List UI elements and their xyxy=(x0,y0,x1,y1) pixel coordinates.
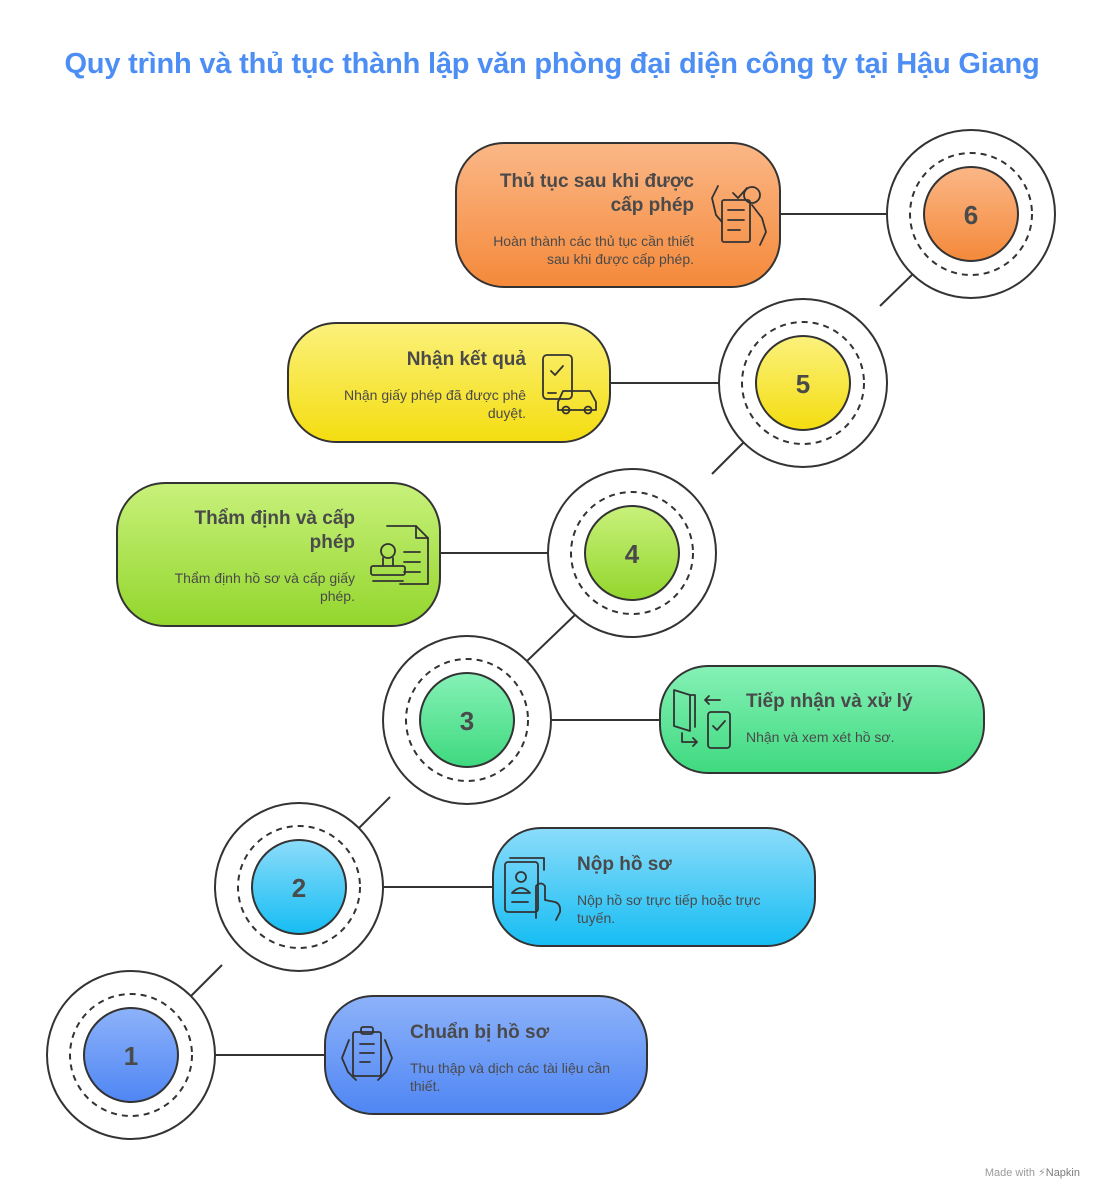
step-2-description: Nộp hồ sơ trực tiếp hoặc trực tuyến. xyxy=(577,892,761,926)
step-5-text: Nhận kết quả Nhận giấy phép đã được phê … xyxy=(316,348,526,422)
door-phone-exchange-icon xyxy=(673,689,731,749)
step-3-text: Tiếp nhận và xử lý Nhận và xem xét hồ sơ… xyxy=(746,690,966,746)
step-6-description: Hoàn thành các thủ tục cần thiết sau khi… xyxy=(493,233,694,267)
phone-car-icon xyxy=(542,354,597,415)
step-4-number: 4 xyxy=(625,539,640,569)
step-2-number: 2 xyxy=(292,873,306,903)
step-5-description: Nhận giấy phép đã được phê duyệt. xyxy=(343,387,526,421)
step-2-heading: Nộp hồ sơ xyxy=(577,854,672,875)
step-6-number: 6 xyxy=(964,200,978,230)
step-1-heading: Chuẩn bị hồ sơ xyxy=(410,1022,550,1043)
step-1-description: Thu thập và dịch các tài liệu cần thiết. xyxy=(410,1060,611,1094)
step-4-card xyxy=(116,482,441,627)
step-1-text: Chuẩn bị hồ sơ Thu thập và dịch các tài … xyxy=(410,1021,620,1095)
step-4-heading: Thẩm định và cấp phép xyxy=(194,508,355,553)
step-4-text: Thẩm định và cấp phép Thẩm định hồ sơ và… xyxy=(150,507,355,605)
step-3-heading: Tiếp nhận và xử lý xyxy=(746,691,913,712)
profile-touch-icon xyxy=(504,857,562,921)
made-with-footer: Made with ⚡Napkin xyxy=(985,1166,1080,1179)
step-5-heading: Nhận kết quả xyxy=(406,349,526,370)
step-6-heading: Thủ tục sau khi được cấp phép xyxy=(499,171,694,216)
card-connectors xyxy=(215,213,887,1056)
step-connectors xyxy=(190,272,915,997)
document-hands-icon xyxy=(341,1026,393,1081)
step-4-description: Thẩm định hồ sơ và cấp giấy phép. xyxy=(174,570,355,604)
step-6-card xyxy=(455,142,781,288)
step-1-number: 1 xyxy=(124,1041,138,1071)
stamp-document-icon xyxy=(370,525,429,585)
step-1-circle: 1 xyxy=(46,970,216,1140)
step-3-circle: 3 xyxy=(382,635,552,805)
checklist-hand-icon xyxy=(711,185,767,246)
napkin-logo-icon: ⚡ xyxy=(1038,1167,1046,1179)
step-5-circle: 5 xyxy=(718,298,888,468)
step-4-circle: 4 xyxy=(547,468,717,638)
page-title: Quy trình và thủ tục thành lập văn phòng… xyxy=(64,48,1040,80)
step-1-card xyxy=(324,995,648,1115)
step-3-card xyxy=(659,665,985,774)
made-with-label: Made with xyxy=(984,1167,1035,1179)
step-3-number: 3 xyxy=(460,706,474,736)
step-5-card xyxy=(287,322,611,443)
step-3-description: Nhận và xem xét hồ sơ. xyxy=(746,729,895,745)
step-6-circle: 6 xyxy=(886,129,1056,299)
step-2-text: Nộp hồ sơ Nộp hồ sơ trực tiếp hoặc trực … xyxy=(577,853,792,927)
step-2-card xyxy=(492,827,816,947)
step-2-circle: 2 xyxy=(214,802,384,972)
step-6-text: Thủ tục sau khi được cấp phép Hoàn thành… xyxy=(474,170,694,268)
brand-name: Napkin xyxy=(1045,1167,1080,1179)
step-5-number: 5 xyxy=(796,369,810,399)
